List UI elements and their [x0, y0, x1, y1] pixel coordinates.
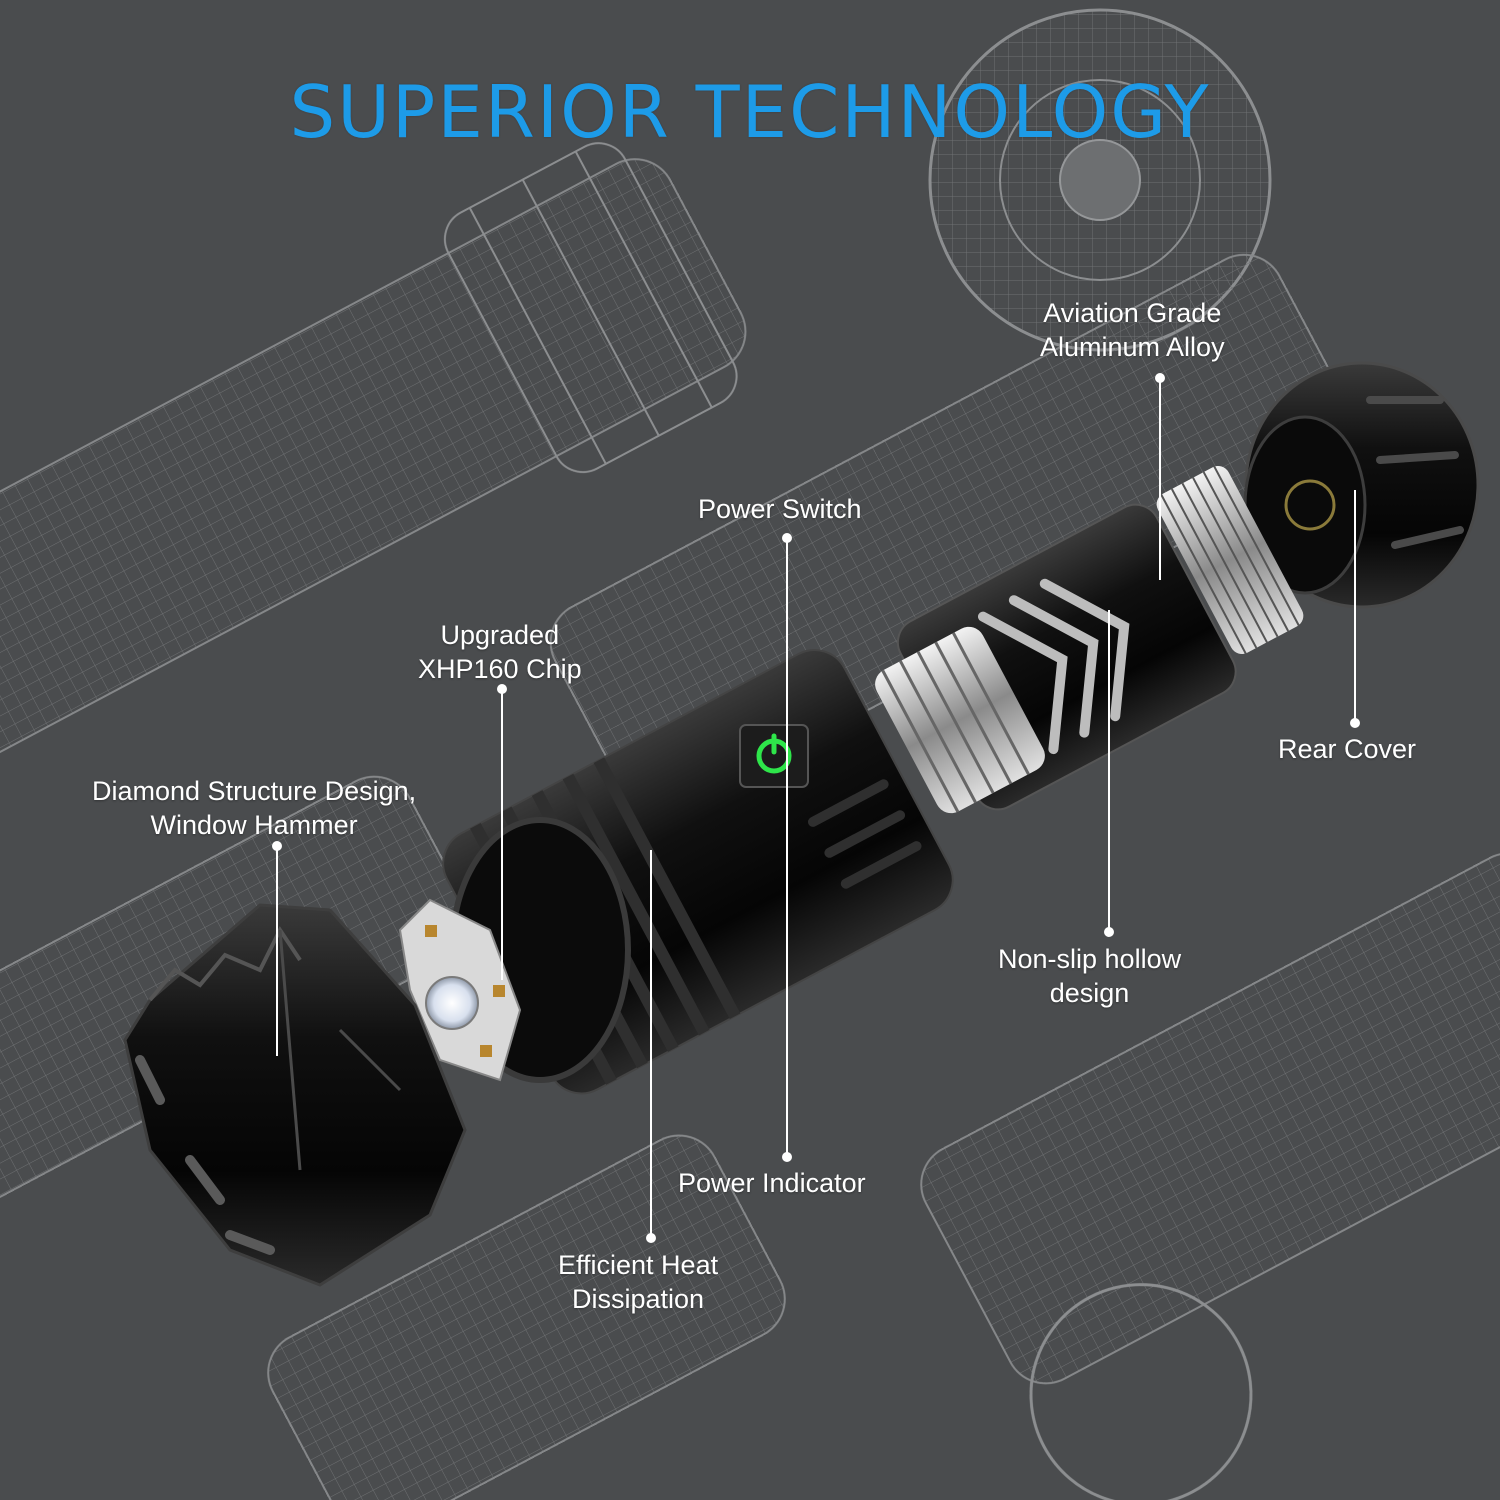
- led-chip-part: [398, 898, 522, 1082]
- callout-diamond-structure: Diamond Structure Design,Window Hammer: [92, 776, 417, 840]
- rear-cover-part: [1243, 361, 1480, 609]
- bezel-part: [123, 903, 467, 1287]
- page-title: SUPERIOR TECHNOLOGY: [289, 70, 1211, 154]
- thread-part: [1156, 465, 1304, 655]
- exploded-flashlight: [123, 361, 1480, 1287]
- chrome-neck-part: [875, 626, 1045, 814]
- callout-power-switch: Power Switch: [698, 494, 862, 524]
- callout-rear-cover: Rear Cover: [1278, 734, 1417, 764]
- power-switch-part: [739, 724, 809, 788]
- callout-power-indicator: Power Indicator: [678, 1168, 866, 1198]
- callout-lines: [272, 373, 1360, 1243]
